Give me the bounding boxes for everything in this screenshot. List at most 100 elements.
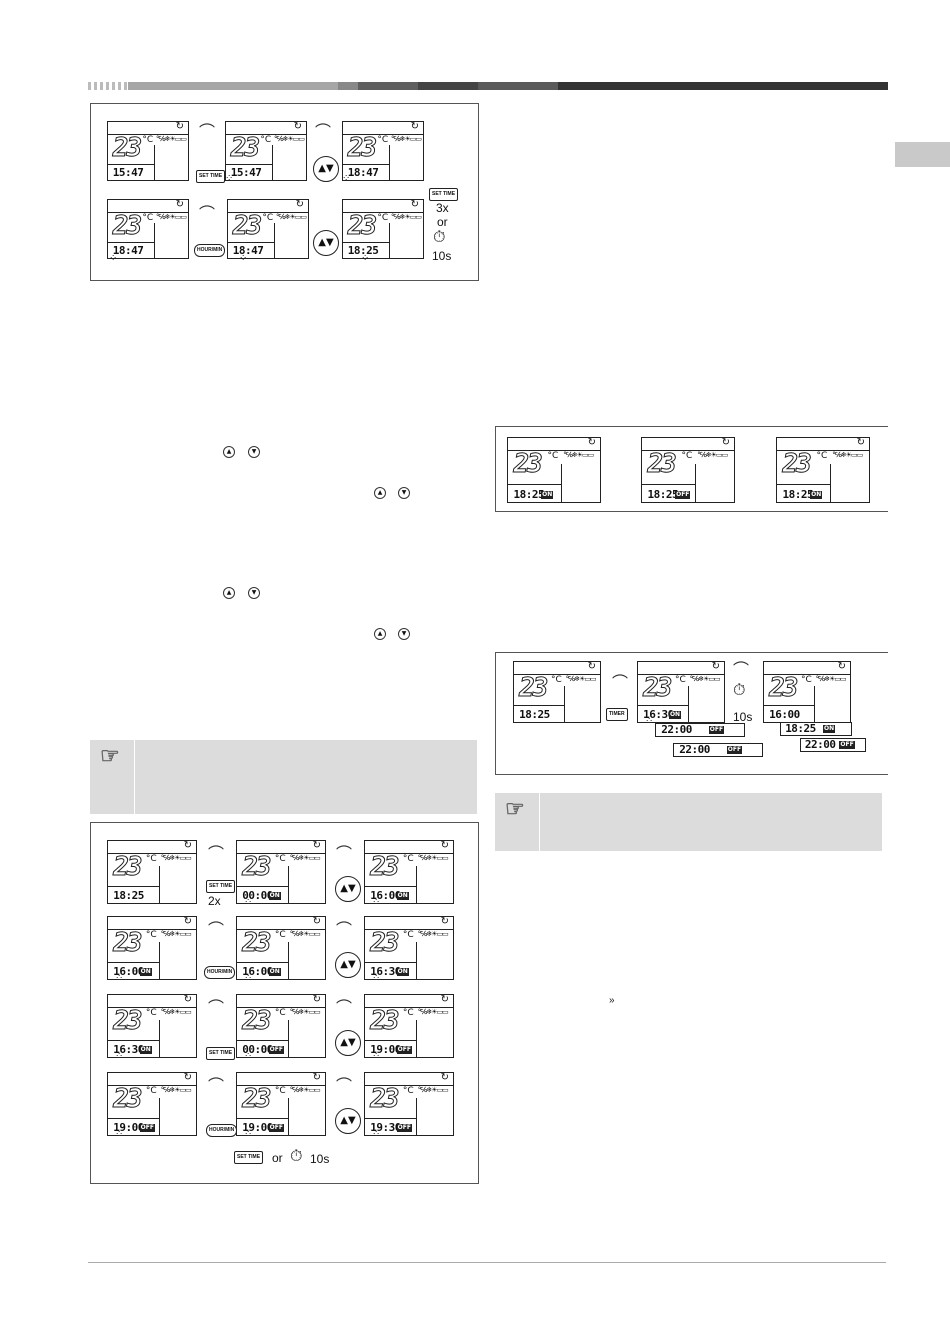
temperature-readout: 23 — [519, 673, 549, 703]
cycle-icon: ↻ — [183, 994, 192, 1005]
hour-min-button[interactable]: HOUR/MIN — [206, 1124, 238, 1137]
temperature-readout: 23 — [647, 449, 677, 479]
stopwatch-icon: ⏱ — [733, 680, 746, 699]
clock-readout: 19:30 — [370, 1121, 401, 1134]
up-down-arrows-icon[interactable]: ▲▼ — [335, 1108, 361, 1134]
cycle-icon: ↻ — [183, 1072, 192, 1083]
hour-min-button[interactable]: HOUR/MIN — [194, 244, 226, 257]
temperature-readout: 23 — [513, 449, 543, 479]
timer-tag: OFF — [726, 746, 743, 754]
or-label: or — [272, 1151, 283, 1165]
fan-icon: °℅❄☀▭▭ — [391, 213, 422, 221]
clock-readout: 15:47 — [230, 166, 262, 179]
figure-set-clock: ↻ 23 °C °℅❄☀▭▭ 15:47 ⌒ SET TIME ↻ 23 °C … — [90, 103, 479, 281]
up-down-arrows-icon[interactable]: ▲▼ — [335, 1030, 361, 1056]
set-time-button[interactable]: SET TIME — [196, 170, 226, 183]
cycle-icon: ↻ — [312, 916, 321, 927]
fan-icon: °℅❄☀▭▭ — [160, 854, 192, 862]
thermometer-icon: °C — [681, 451, 693, 461]
temperature-readout: 23 — [242, 1006, 272, 1036]
timeout-label: 10s — [733, 710, 753, 724]
note-box: ☞ — [495, 793, 882, 851]
timer-tag: ON — [810, 491, 823, 499]
up-down-arrows-icon[interactable]: ▲▼ — [335, 952, 361, 978]
timer-tag: OFF — [839, 741, 855, 749]
temperature-readout: 23 — [230, 133, 260, 163]
set-time-button[interactable]: SET TIME — [206, 1047, 236, 1060]
curved-arrow-icon: ⌒ — [315, 122, 332, 141]
fan-icon: °℅❄☀▭▭ — [815, 675, 847, 683]
fan-icon: °℅❄☀▭▭ — [289, 930, 321, 938]
fan-icon: °℅❄☀▭▭ — [276, 213, 307, 221]
clock-readout: 18:25 — [785, 722, 816, 735]
fan-icon: °℅❄☀▭▭ — [274, 135, 305, 143]
cycle-icon: ↻ — [440, 916, 449, 927]
clock-readout: 18:25 — [782, 488, 814, 501]
temperature-readout: 23 — [242, 928, 272, 958]
fan-icon: °℅❄☀▭▭ — [156, 135, 187, 143]
timer-tag: OFF — [268, 1046, 284, 1054]
cycle-icon: ↻ — [410, 121, 419, 132]
timer-button[interactable]: TIMER — [606, 708, 628, 721]
temperature-readout: 23 — [370, 928, 400, 958]
temperature-readout: 23 — [769, 673, 799, 703]
down-arrow-icon: ▼ — [248, 446, 260, 458]
lcd-display: ↻ 23 °C °℅❄☀▭▭ 18:25 — [342, 199, 424, 259]
clock-readout: 22:00 — [804, 738, 836, 751]
cycle-icon: ↻ — [587, 661, 596, 672]
stopwatch-icon: ⏱ — [290, 1146, 303, 1165]
timer-tag: ON — [396, 968, 409, 976]
temperature-readout: 23 — [113, 928, 143, 958]
up-down-arrows-icon[interactable]: ▲▼ — [335, 876, 361, 902]
up-down-arrows-icon[interactable]: ▲▼ — [313, 156, 339, 182]
hour-min-button[interactable]: HOUR/MIN — [204, 966, 236, 979]
blink-rays-icon: ⁘ — [244, 973, 253, 984]
clock-readout: 18:25 — [519, 708, 550, 721]
up-down-arrows-icon[interactable]: ▲▼ — [313, 230, 339, 256]
clock-readout: 18:25 — [113, 889, 144, 902]
thermometer-icon: °C — [142, 135, 154, 145]
temperature-readout: 23 — [112, 211, 142, 241]
timer-tag: OFF — [396, 1124, 412, 1132]
set-time-button[interactable]: SET TIME — [429, 188, 459, 201]
temperature-readout: 23 — [370, 1006, 400, 1036]
clock-readout: 16:30 — [643, 708, 674, 721]
clock-readout: 16:00 — [769, 708, 800, 721]
temperature-readout: 23 — [347, 133, 377, 163]
curved-arrow-icon: ⌒ — [336, 998, 353, 1017]
thermometer-icon: °C — [550, 675, 562, 685]
thermometer-icon: °C — [816, 451, 828, 461]
clock-readout: 18:25 — [513, 488, 545, 501]
set-time-button[interactable]: SET TIME — [206, 880, 236, 893]
blink-rays-icon: ⁘ — [115, 973, 124, 984]
cycle-icon: ↻ — [856, 437, 865, 448]
blink-rays-icon: ⁘ — [244, 1129, 253, 1140]
thermometer-icon: °C — [547, 451, 559, 461]
stopwatch-icon: ⏱ — [433, 227, 446, 246]
section-tab — [895, 142, 950, 167]
blink-rays-icon: ⁘ — [372, 1051, 381, 1062]
up-arrow-icon: ▲ — [374, 487, 386, 499]
curved-arrow-icon: ⌒ — [612, 673, 629, 692]
timer-tag: ON — [268, 892, 281, 900]
cycle-icon: ↻ — [837, 661, 846, 672]
cycle-icon: ↻ — [410, 199, 419, 210]
blink-rays-icon: ⁘ — [244, 897, 253, 908]
lcd-display: ↻ 23 °C °℅❄☀▭▭ 15:47 — [225, 121, 307, 181]
cycle-icon: ↻ — [183, 840, 192, 851]
curved-arrow-icon: ⌒ — [208, 998, 225, 1017]
clock-readout: 16:00 — [113, 965, 144, 978]
lcd-display: ↻ 23 °C °℅❄☀▭▭ 18:47 — [107, 199, 189, 259]
set-time-button[interactable]: SET TIME — [234, 1151, 264, 1164]
timer-tag: ON — [396, 892, 409, 900]
thermometer-icon: °C — [402, 930, 414, 940]
blink-rays-icon: ⁘ — [244, 1051, 253, 1062]
